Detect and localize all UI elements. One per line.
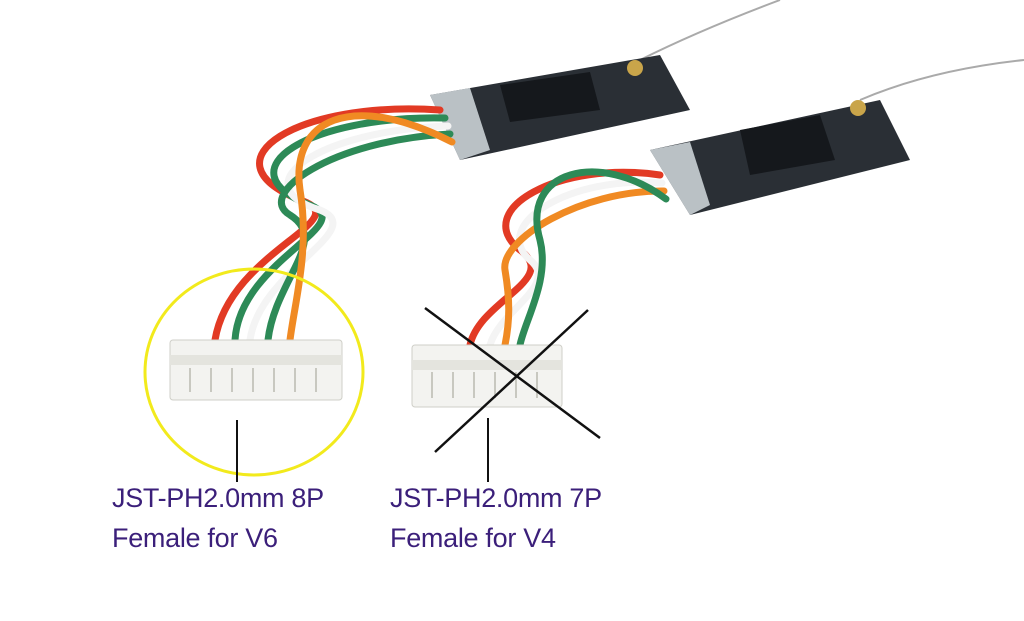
label-8p-line2: Female for V6 [112, 523, 278, 553]
jst-connector-7p [411, 344, 563, 408]
label-7p-line1: JST-PH2.0mm 7P [390, 483, 602, 513]
jst-connector-8p [169, 339, 343, 401]
label-7p-v4: JST-PH2.0mm 7P Female for V4 [390, 478, 602, 558]
label-7p-line2: Female for V4 [390, 523, 556, 553]
receiver-board-right [650, 100, 910, 215]
antenna-wire-right [859, 59, 1024, 101]
label-8p-v6: JST-PH2.0mm 8P Female for V6 [112, 478, 324, 558]
receiver-board-left [430, 55, 690, 160]
wire-bundle-right [466, 168, 670, 349]
antenna-wire-left [639, 0, 781, 61]
cross-mark [424, 306, 601, 453]
label-8p-line1: JST-PH2.0mm 8P [112, 483, 324, 513]
highlight-circle [143, 267, 365, 477]
wire-bundle-left [211, 105, 456, 344]
